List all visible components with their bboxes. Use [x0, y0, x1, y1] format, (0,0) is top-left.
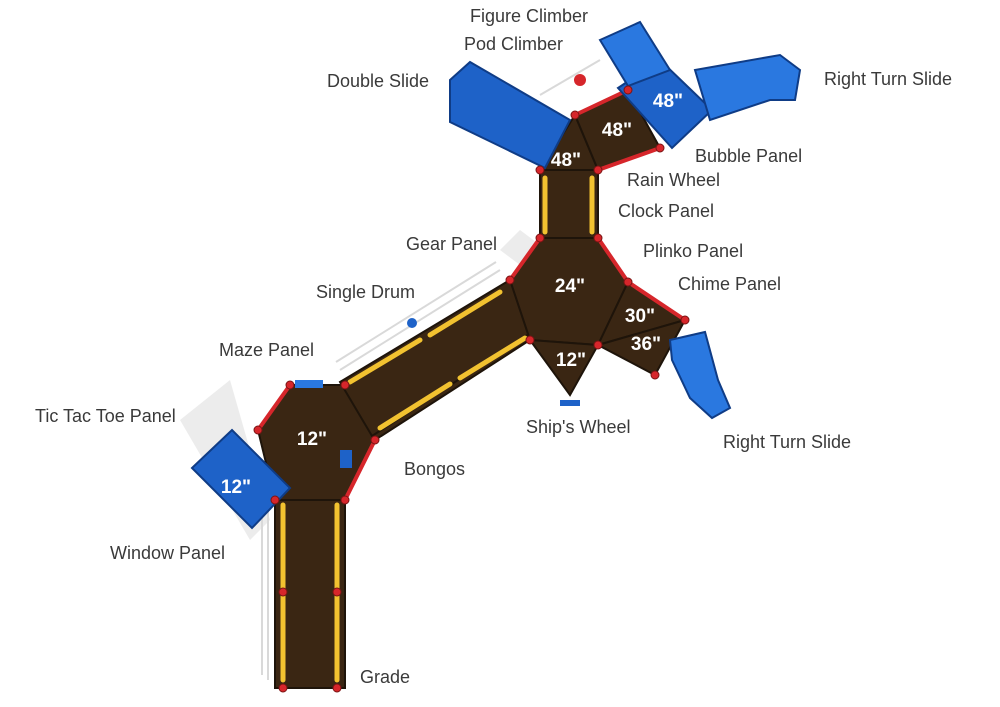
label-plinko-panel: Plinko Panel [643, 241, 744, 261]
ships-wheel-part [560, 400, 580, 406]
label-clock-panel: Clock Panel [618, 201, 715, 221]
label-tic-tac-toe-panel: Tic Tac Toe Panel [35, 406, 176, 426]
pod-climber-part [574, 74, 586, 86]
label-bongos: Bongos [404, 459, 466, 479]
label-right-turn-slide-bottom: Right Turn Slide [723, 432, 852, 452]
label-figure-climber: Figure Climber [470, 6, 589, 26]
label-gear-panel: Gear Panel [406, 234, 498, 254]
height-deck-top-right: 48" [602, 120, 632, 141]
label-ships-wheel: Ship's Wheel [526, 417, 631, 437]
height-deck-30: 30" [625, 306, 655, 327]
label-grade: Grade [360, 667, 411, 687]
label-maze-panel: Maze Panel [219, 340, 315, 360]
label-single-drum: Single Drum [316, 282, 416, 302]
side-fences [261, 59, 601, 680]
height-deck-12-left: 12" [297, 429, 327, 450]
single-drum-part [407, 318, 417, 328]
height-roof-top-right: 48" [653, 91, 683, 112]
deck-walkway [256, 88, 688, 689]
maze-panel-part [295, 380, 323, 388]
label-pod-climber: Pod Climber [464, 34, 564, 54]
plastic-components [190, 20, 802, 530]
double-slide [449, 60, 572, 170]
right-turn-slide-top [693, 53, 802, 122]
label-window-panel: Window Panel [110, 543, 226, 563]
label-chime-panel: Chime Panel [678, 274, 782, 294]
red-rails [256, 88, 687, 502]
label-bubble-panel: Bubble Panel [695, 146, 803, 166]
height-deck-center: 24" [555, 276, 585, 297]
right-turn-slide-bottom [668, 330, 732, 420]
label-right-turn-slide-top: Right Turn Slide [824, 69, 953, 89]
roof-left [190, 428, 292, 530]
bongos-part [340, 450, 352, 468]
posts [253, 85, 690, 693]
height-roof-12-left: 12" [221, 477, 251, 498]
label-double-slide: Double Slide [327, 71, 430, 91]
figure-climber [598, 20, 672, 88]
height-deck-36: 36" [631, 334, 661, 355]
label-rain-wheel: Rain Wheel [627, 170, 721, 190]
height-deck-12-center: 12" [556, 350, 586, 371]
height-deck-top-left: 48" [551, 150, 581, 171]
